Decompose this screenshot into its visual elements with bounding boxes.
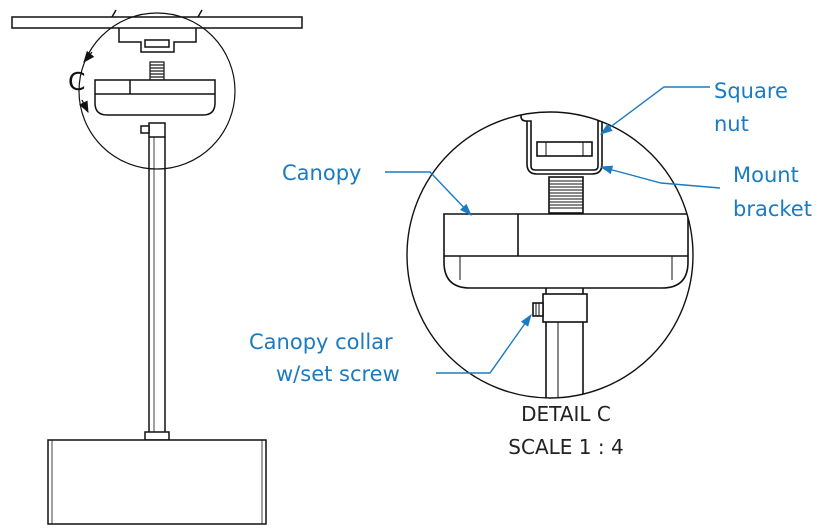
lamp-housing (47, 439, 267, 525)
ceiling-plate (11, 16, 303, 29)
label-square-nut-2: nut (714, 112, 749, 136)
leader-canopy (385, 171, 472, 216)
label-collar-2: w/set screw (276, 362, 400, 386)
leader-collar (436, 313, 532, 374)
detail-circle (406, 111, 694, 399)
square-nut-detail (536, 141, 593, 157)
detail-view (400, 109, 700, 399)
full-fixture-view (11, 9, 303, 525)
leader-mount-bracket (599, 165, 721, 189)
threaded-rod-small (149, 61, 165, 81)
detail-circle-small (78, 12, 236, 170)
threaded-rod-detail (548, 176, 584, 214)
view-label: C (68, 67, 85, 96)
leader-square-nut (599, 86, 710, 135)
canopy-detail (443, 213, 689, 289)
label-mount-bracket-1: Mount (733, 163, 799, 187)
scale-caption: SCALE 1 : 4 (508, 435, 623, 459)
label-canopy: Canopy (282, 161, 361, 185)
callout-leaders (385, 86, 721, 374)
stem (148, 137, 166, 432)
collar-small (148, 122, 166, 138)
label-collar-1: Canopy collar (249, 330, 393, 354)
canopy-small (94, 79, 216, 116)
collar-detail (532, 293, 588, 323)
label-square-nut-1: Square (714, 79, 788, 103)
label-mount-bracket-2: bracket (733, 197, 812, 221)
detail-caption: DETAIL C (521, 402, 611, 426)
mount-bracket-small (118, 28, 197, 53)
view-arrow-top (83, 50, 95, 63)
view-arrow-bottom (79, 99, 89, 114)
ceiling-plate-detail (400, 109, 700, 110)
